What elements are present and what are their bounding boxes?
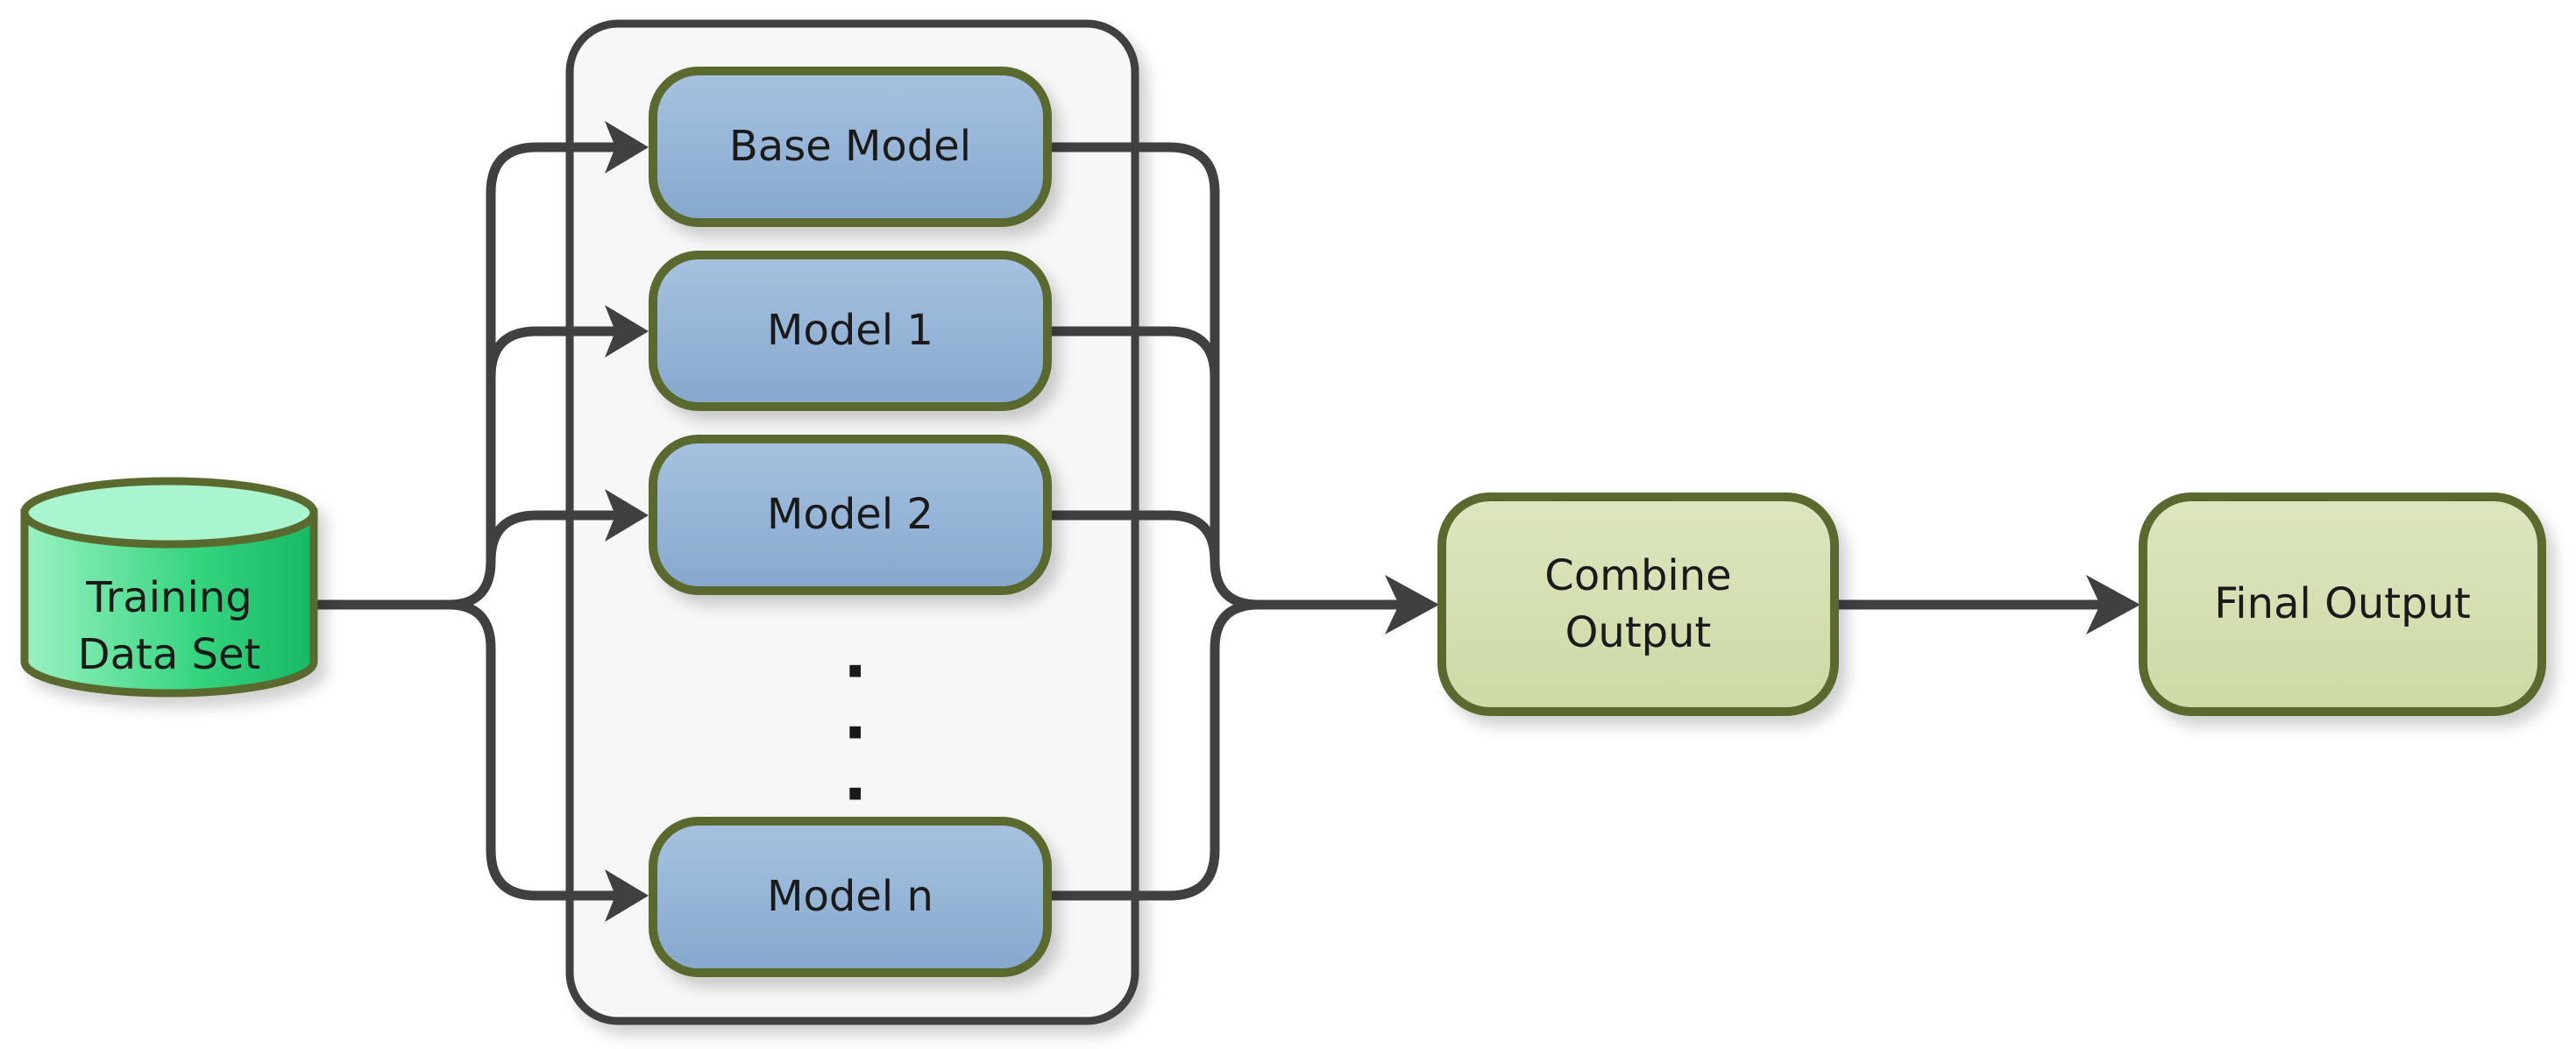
branch-to-base-model (444, 142, 619, 610)
combine-output-label: Combine Output (1544, 550, 1732, 657)
ellipsis-dot-1: · (843, 634, 868, 708)
model-n-box (649, 817, 1052, 977)
model-2-label: Model 2 (767, 490, 933, 540)
ellipsis-dot-3: · (843, 757, 868, 831)
model-1-box (649, 251, 1052, 411)
model-1-label: Model 1 (767, 306, 933, 356)
ellipsis-dot-2: · (843, 696, 868, 769)
base-model-box (649, 67, 1052, 227)
database-body (20, 508, 318, 698)
arrowhead-model-1 (605, 305, 649, 358)
final-output-label: Final Output (2214, 579, 2471, 629)
combine-output-box (1437, 493, 1839, 716)
model-2-box (649, 435, 1052, 595)
arrowhead-base-model (605, 121, 649, 174)
merge-from-model-1 (1043, 326, 1220, 382)
output-arrowheads (1385, 575, 2140, 634)
output-connectors (1043, 142, 2109, 901)
arrowhead-model-n (605, 869, 649, 922)
merge-from-model-2 (1043, 510, 1220, 566)
training-data-database (20, 477, 318, 698)
arrowhead-final-output (2086, 575, 2140, 634)
output-boxes (1437, 493, 2546, 716)
arrowhead-combine-output (1385, 575, 1439, 634)
base-model-label: Base Model (728, 122, 972, 172)
database-top (20, 477, 318, 549)
merge-from-base-model (1043, 142, 1264, 610)
branch-to-model-1 (486, 326, 619, 382)
branch-to-model-n (444, 599, 619, 901)
arrowhead-model-2 (605, 489, 649, 542)
final-output-box (2139, 493, 2546, 716)
input-connectors (309, 142, 619, 901)
model-boxes (649, 67, 1052, 977)
merge-from-model-n (1043, 599, 1264, 901)
input-arrowheads (605, 121, 649, 922)
training-data-label: Training Data Set (77, 573, 261, 679)
model-n-label: Model n (767, 872, 933, 922)
branch-to-model-2 (486, 510, 619, 566)
